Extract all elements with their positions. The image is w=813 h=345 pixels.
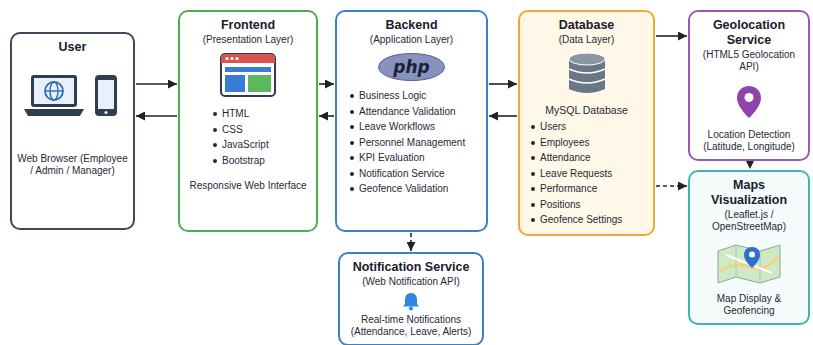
flow-arrow	[489, 115, 517, 117]
bullet-item: Leave Requests	[529, 166, 612, 182]
box-subtitle: (Application Layer)	[370, 34, 453, 46]
component-box: Database(Data Layer) MySQL DatabaseUsers…	[518, 10, 655, 236]
box-body: Map Display & Geofencing	[695, 293, 803, 317]
bullet-item: Users	[529, 119, 566, 135]
box-body: Real-time Notifications (Attendance, Lea…	[345, 314, 477, 338]
box-subtitle: (Leaflet.js / OpenStreetMap)	[695, 209, 803, 233]
component-box: Maps Visualization(Leaflet.js / OpenStre…	[688, 170, 810, 325]
bullet-item: Attendance	[529, 150, 591, 166]
box-heading: Frontend	[221, 18, 275, 33]
box-heading: Notification Service	[353, 260, 470, 275]
dashed-arrow	[410, 233, 412, 251]
bullet-item: CSS	[211, 122, 243, 138]
bullet-item: Attendance Validation	[348, 104, 456, 120]
box-heading: Backend	[385, 18, 437, 33]
database-icon	[566, 51, 608, 97]
flow-arrow	[489, 83, 517, 85]
location-pin-icon	[736, 85, 762, 119]
box-subtitle: (HTML5 Geolocation API)	[695, 49, 803, 73]
flow-arrow	[319, 115, 334, 117]
bullet-item: Notification Service	[348, 166, 445, 182]
bell-icon	[401, 291, 421, 311]
browser-icon	[219, 52, 277, 98]
box-body: Location Detection (Latitude, Longitude)	[695, 129, 803, 153]
bullet-item: JavaScript	[211, 137, 269, 153]
bullet-item: Business Logic	[348, 88, 426, 104]
box-subtitle: (Web Notification API)	[362, 276, 460, 288]
box-label: MySQL Database	[545, 103, 627, 117]
component-box: User Web Browser (Employee / Admin / Man…	[10, 32, 135, 230]
component-box: Notification Service(Web Notification AP…	[338, 252, 484, 345]
flow-arrow	[319, 83, 334, 85]
map-icon	[716, 243, 782, 285]
flow-arrow	[136, 83, 177, 85]
bullet-item: Personnel Management	[348, 135, 465, 151]
bullet-item: Geofence Settings	[529, 212, 622, 228]
box-heading: Database	[559, 18, 615, 33]
php-logo: php	[378, 53, 444, 81]
dashed-arrow	[749, 162, 751, 169]
box-body: Web Browser (Employee / Admin / Manager)	[17, 153, 128, 177]
flow-arrow	[656, 35, 687, 37]
bullet-item: Bootstrap	[211, 153, 265, 169]
box-subtitle: (Data Layer)	[559, 34, 615, 46]
box-body: Responsive Web Interface	[189, 180, 306, 192]
bullet-item: HTML	[211, 106, 249, 122]
bullet-item: Leave Workflows	[348, 119, 435, 135]
bullet-item: Employees	[529, 135, 589, 151]
component-box: Frontend(Presentation Layer) HTMLCSSJava…	[178, 10, 318, 232]
component-box: Backend(Application Layer) phpBusiness Lo…	[335, 10, 488, 232]
bullet-item: Positions	[529, 197, 581, 213]
bullet-item: Performance	[529, 181, 597, 197]
box-subtitle: (Presentation Layer)	[203, 34, 294, 46]
box-heading: Geolocation Service	[695, 18, 803, 48]
bullet-item: Geofence Validation	[348, 181, 448, 197]
bullet-item: KPI Evaluation	[348, 150, 425, 166]
component-box: Geolocation Service(HTML5 Geolocation AP…	[688, 10, 810, 161]
box-heading: Maps Visualization	[695, 178, 803, 208]
box-heading: User	[59, 40, 87, 55]
device-icon	[23, 71, 123, 119]
dashed-arrow	[656, 185, 687, 187]
flow-arrow	[136, 115, 177, 117]
